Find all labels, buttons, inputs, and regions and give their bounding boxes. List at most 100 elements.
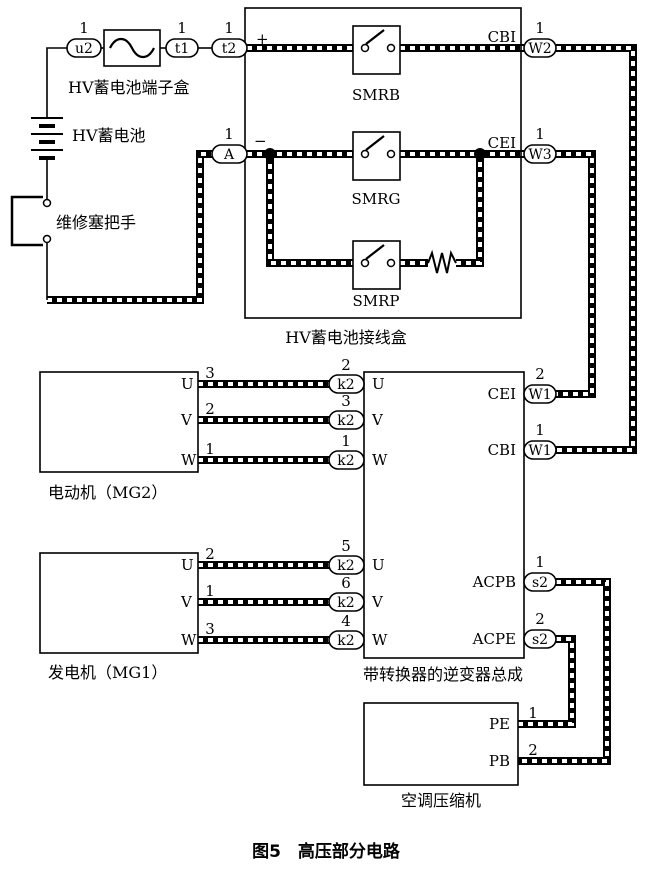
inverter-pin-u-mg2: U: [372, 375, 385, 393]
svg-text:k2: k2: [337, 633, 354, 649]
svg-text:k2: k2: [337, 595, 354, 611]
mg2-label: 电动机（MG2）: [48, 483, 167, 502]
connector-t1: t1: [165, 38, 199, 58]
mg2-pin-w: W: [181, 451, 197, 469]
service-plug-icon[interactable]: [10, 195, 52, 247]
compressor-label: 空调压缩机: [401, 791, 481, 810]
svg-text:W2: W2: [528, 41, 551, 57]
figure-caption: 图5 高压部分电路: [252, 841, 401, 862]
mg2-pin-v: V: [180, 411, 193, 429]
svg-text:k2: k2: [337, 558, 354, 574]
wire-number-pb: 2: [528, 741, 538, 759]
inverter-pin-cbi: CBI: [488, 441, 517, 459]
wire-number-w1-bottom: 1: [535, 421, 545, 439]
battery-label: HV蓄电池: [72, 126, 146, 145]
inverter-pin-acpb: ACPB: [472, 573, 516, 591]
junction-pin-cbi: CBI: [488, 28, 517, 46]
connector-k2-mg1-w: k2: [328, 630, 365, 650]
inverter-pin-v-mg1: V: [371, 593, 384, 611]
inverter-pin-v-mg2: V: [371, 411, 384, 429]
wire-number-w2: 1: [535, 19, 545, 37]
connector-k2-mg2-w: k2: [328, 450, 365, 470]
service-plug-label: 维修塞把手: [56, 213, 136, 232]
terminal-box-label: HV蓄电池端子盒: [68, 78, 190, 97]
inverter-pin-w-mg1: W: [372, 631, 388, 649]
inverter-box: [363, 371, 525, 659]
svg-text:s2: s2: [532, 575, 548, 591]
svg-text:k2: k2: [337, 377, 354, 393]
svg-text:W1: W1: [528, 443, 551, 459]
cables-mg2-phases: [198, 380, 329, 464]
cable-battery-to-junction: [47, 150, 212, 304]
svg-text:W1: W1: [528, 387, 551, 403]
junction-dot-left: [264, 148, 276, 160]
wire-number-s2-bottom: 2: [535, 610, 545, 628]
wire-number-s2-top: 1: [535, 553, 545, 571]
junction-dot-right: [474, 148, 486, 160]
svg-text:s2: s2: [532, 632, 548, 648]
fuse-box: [103, 29, 161, 67]
mg1-box: [39, 552, 199, 654]
precharge-resistor: [427, 249, 457, 274]
fuse-icon: [109, 37, 155, 59]
inverter-pin-u-mg1: U: [372, 556, 385, 574]
compressor-box: [363, 702, 519, 786]
wire-number-mg2-u: 3: [205, 364, 215, 382]
minus-sign: −: [254, 132, 267, 150]
smrb-label: SMRB: [352, 86, 400, 104]
relay-smrp: [352, 240, 401, 290]
connector-t2: t2: [211, 38, 248, 58]
connector-s2-acpe: s2: [523, 629, 557, 649]
connector-a: A: [211, 144, 248, 164]
relay-smrb: [352, 25, 401, 75]
connector-s2-acpb: s2: [523, 572, 557, 592]
svg-text:W3: W3: [528, 147, 551, 163]
cable-w3-to-inverter-cei: [556, 150, 596, 398]
wire-number-mg1-u: 2: [205, 545, 215, 563]
wire-number-u2: 1: [79, 19, 89, 37]
wire-number-mg2-w: 1: [205, 440, 215, 458]
svg-text:k2: k2: [337, 453, 354, 469]
connector-w1-cbi: W1: [523, 440, 557, 460]
wire-number-a: 1: [224, 125, 234, 143]
plus-sign: +: [256, 30, 269, 48]
svg-text:k2: k2: [337, 413, 354, 429]
mg1-label: 发电机（MG1）: [48, 663, 167, 682]
wire-number-k2-mg1-u: 5: [341, 537, 351, 555]
svg-text:t1: t1: [175, 41, 190, 57]
relay-smrg: [352, 131, 401, 181]
connector-w2: W2: [523, 38, 557, 58]
wire-number-k2-mg1-v: 6: [341, 574, 351, 592]
compressor-pin-pe: PE: [489, 715, 510, 733]
connector-w3: W3: [523, 144, 557, 164]
cables-compressor: [518, 578, 611, 765]
battery-icon: [31, 117, 63, 160]
wire-number-w1-top: 2: [535, 365, 545, 383]
wire-battery-top: [46, 47, 67, 118]
connector-k2-mg1-v: k2: [328, 592, 365, 612]
svg-text:t2: t2: [222, 41, 237, 57]
inverter-pin-w-mg2: W: [372, 451, 388, 469]
wire-number-t1: 1: [177, 19, 187, 37]
svg-text:A: A: [223, 147, 235, 163]
connector-k2-mg1-u: k2: [328, 555, 365, 575]
mg1-pin-w: W: [181, 631, 197, 649]
wire-number-t2: 1: [224, 19, 234, 37]
wire-number-mg1-v: 1: [205, 582, 215, 600]
mg2-pin-u: U: [181, 375, 194, 393]
connector-w1-cei: W1: [523, 384, 557, 404]
wire-number-pe: 1: [528, 704, 538, 722]
cable-smrp-branch-right: [400, 154, 484, 267]
wire-number-k2-mg2-v: 3: [341, 392, 351, 410]
smrp-label: SMRP: [352, 292, 399, 310]
svg-text:u2: u2: [75, 41, 93, 57]
wire-number-k2-mg2-u: 2: [341, 356, 351, 374]
cable-smrp-branch-left: [266, 154, 353, 267]
junction-box: [244, 7, 522, 319]
wire-number-k2-mg1-w: 4: [341, 612, 351, 630]
junction-pin-cei: CEI: [488, 134, 516, 152]
cables-mg1-phases: [198, 561, 329, 644]
smrg-label: SMRG: [352, 190, 401, 208]
mg1-pin-u: U: [181, 556, 194, 574]
